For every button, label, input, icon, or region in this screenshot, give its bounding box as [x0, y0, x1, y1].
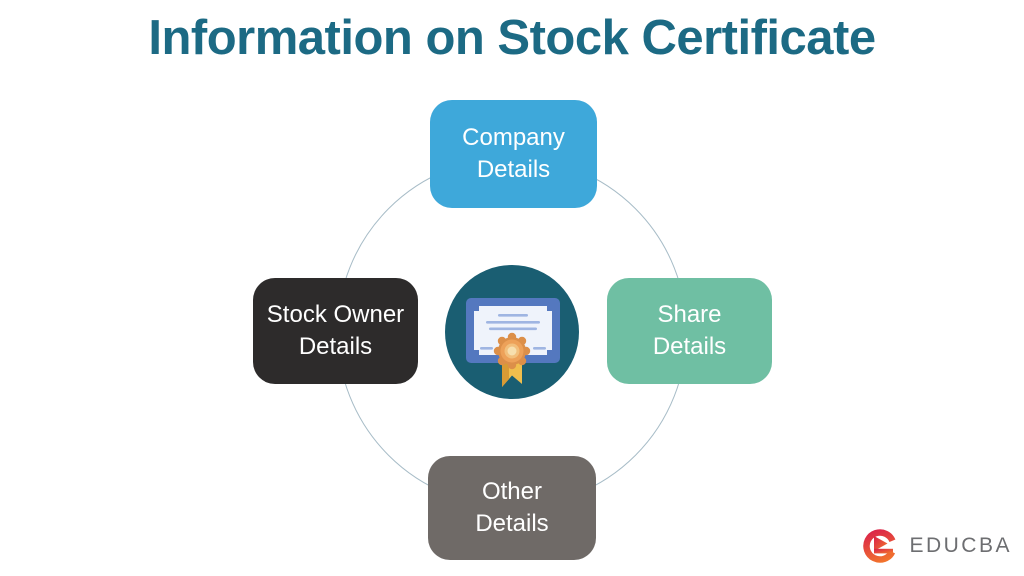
- page-title: Information on Stock Certificate: [148, 11, 876, 65]
- node-company-details-label: Company Details: [462, 123, 565, 183]
- node-share-details-label: Share Details: [652, 300, 727, 360]
- certificate-paper: [474, 306, 552, 355]
- center-certificate-badge: [445, 265, 579, 399]
- certificate-corner-notches: [474, 306, 552, 355]
- node-other-details: Other Details: [428, 456, 596, 560]
- node-share-details: Share Details: [607, 278, 772, 384]
- educba-logo-text: EDUCBA: [909, 534, 1012, 557]
- node-other-details-label: Other Details: [475, 477, 549, 537]
- node-company-details: Company Details: [430, 100, 597, 208]
- certificate-rosette: [493, 332, 531, 370]
- educba-logo: EDUCBA: [860, 526, 1012, 566]
- certificate-text-lines: [480, 314, 546, 350]
- node-stock-owner-details: Stock Owner Details: [253, 278, 418, 384]
- educba-logo-icon: [863, 529, 898, 563]
- certificate-icon: [466, 298, 560, 387]
- node-stock-owner-details-label: Stock Owner Details: [266, 300, 405, 360]
